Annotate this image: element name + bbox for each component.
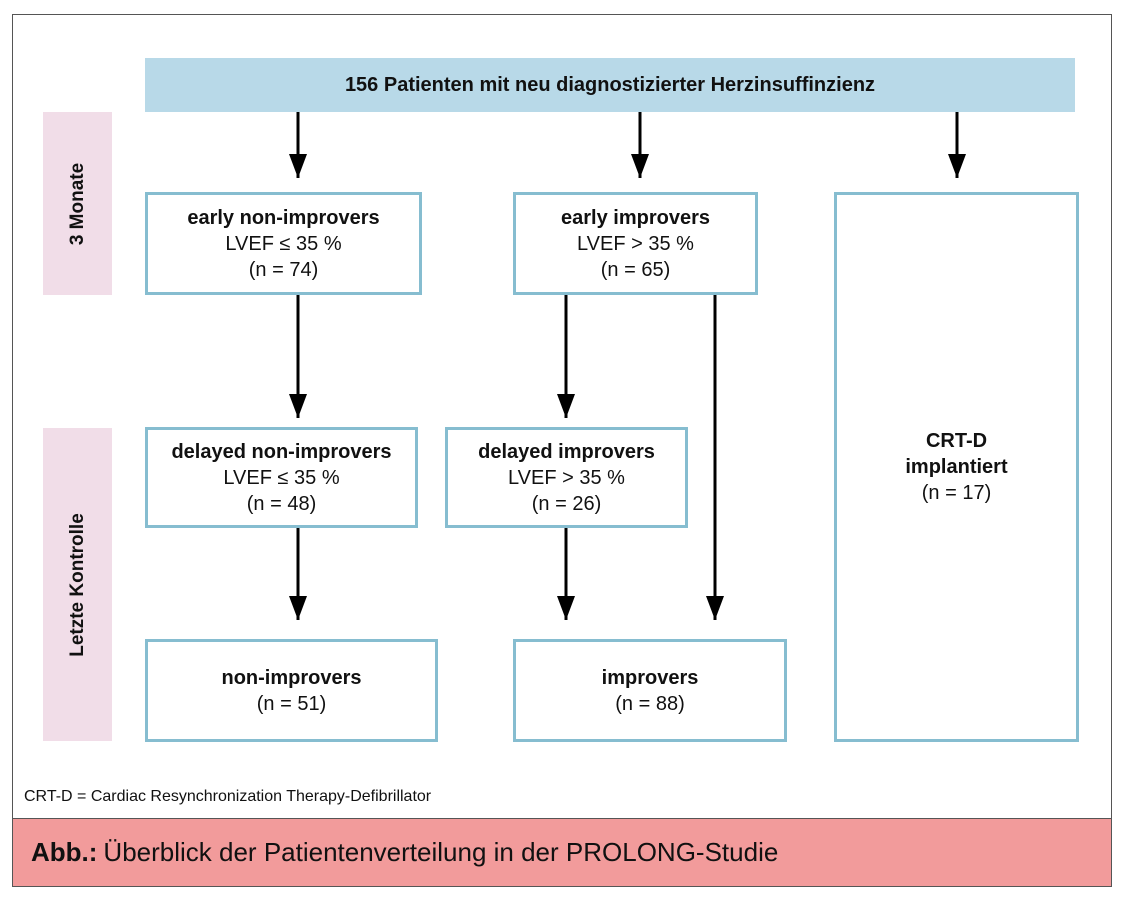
box-count: (n = 48) <box>246 492 317 515</box>
box-improvers: improvers (n = 88) <box>513 639 787 742</box>
box-lvef: LVEF ≤ 35 % <box>223 466 340 489</box>
box-title: improvers <box>601 666 699 689</box>
top-banner-text: 156 Patienten mit neu diagnostizierter H… <box>344 73 876 96</box>
box-early-non-improvers: early non-improvers LVEF ≤ 35 % (n = 74) <box>145 192 422 295</box>
arrow-head <box>557 596 575 620</box>
box-count: (n = 74) <box>248 258 319 281</box>
box-count: (n = 26) <box>531 492 602 515</box>
box-lvef: LVEF > 35 % <box>508 466 625 489</box>
arrow-head <box>706 596 724 620</box>
box-count: (n = 65) <box>600 258 671 281</box>
box-title: non-improvers <box>221 666 362 689</box>
side-label-3-monate: 3 Monate <box>43 112 112 295</box>
box-count: (n = 51) <box>256 692 327 715</box>
top-banner: 156 Patienten mit neu diagnostizierter H… <box>145 58 1075 112</box>
arrow-head <box>948 154 966 178</box>
box-count: (n = 88) <box>615 692 685 715</box>
arrow-head <box>289 394 307 418</box>
box-lvef: LVEF > 35 % <box>577 232 694 255</box>
box-title-2: implantiert <box>905 456 1008 478</box>
box-crt-d: CRT-D implantiert (n = 17) <box>834 192 1079 742</box>
box-lvef: LVEF ≤ 35 % <box>225 232 342 255</box>
box-non-improvers: non-improvers (n = 51) <box>145 639 438 742</box>
box-title: delayed improvers <box>478 440 655 463</box>
arrow-head <box>557 394 575 418</box>
box-delayed-improvers: delayed improvers LVEF > 35 % (n = 26) <box>445 427 688 528</box>
box-title: early non-improvers <box>187 206 380 229</box>
caption-label: Abb.: <box>31 837 98 867</box>
arrow-head <box>289 596 307 620</box>
box-title: delayed non-improvers <box>171 440 392 463</box>
caption-text: Überblick der Patientenverteilung in der… <box>103 837 779 867</box>
box-early-improvers: early improvers LVEF > 35 % (n = 65) <box>513 192 758 295</box>
side-label-letzte-kontrolle: Letzte Kontrolle <box>43 428 112 741</box>
figure-caption: Abb.: Überblick der Patientenverteilung … <box>12 818 1112 887</box>
box-count: (n = 17) <box>921 482 992 504</box>
box-title: early improvers <box>561 206 710 229</box>
box-delayed-non-improvers: delayed non-improvers LVEF ≤ 35 % (n = 4… <box>145 427 418 528</box>
arrow-head <box>631 154 649 178</box>
footnote: CRT-D = Cardiac Resynchronization Therap… <box>24 788 432 805</box>
box-title: CRT-D <box>925 430 988 452</box>
arrow-head <box>289 154 307 178</box>
